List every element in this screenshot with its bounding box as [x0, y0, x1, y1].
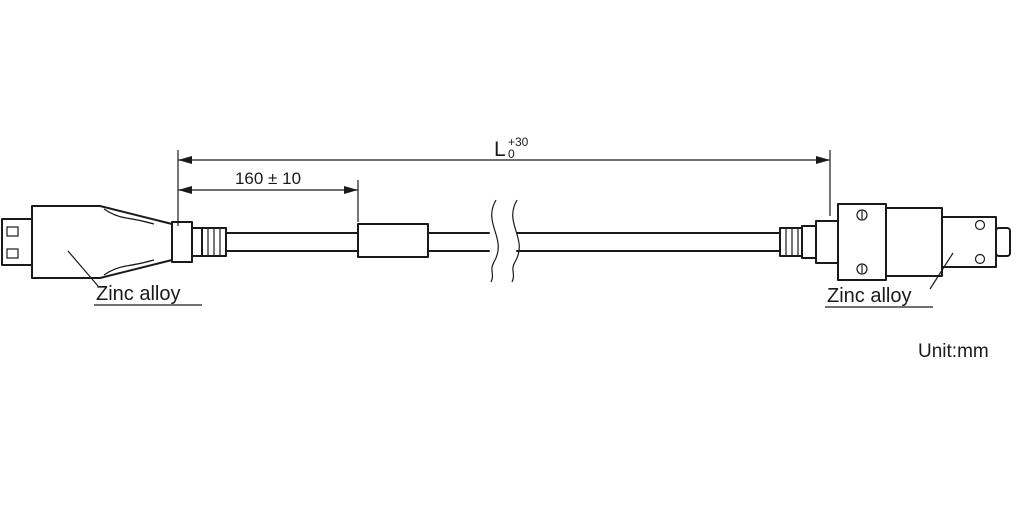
break-line-left	[490, 199, 499, 283]
plug-overmold	[31, 205, 173, 279]
grip-ridge-bottom	[103, 259, 155, 276]
ferrite-bead	[357, 223, 429, 258]
plug-contact-window-bottom	[6, 248, 19, 259]
arrowhead-right	[816, 156, 830, 164]
left-connector	[1, 205, 227, 279]
neck-step-right	[801, 225, 817, 259]
segment-dimension: 160 ± 10	[178, 169, 359, 222]
neck-step	[191, 227, 203, 257]
connector-face	[941, 216, 997, 268]
right-connector	[779, 203, 1011, 281]
arrowhead-right	[344, 186, 358, 194]
plug-contact-window-top	[6, 226, 19, 237]
grip-ridge-top	[103, 208, 155, 225]
zinc-alloy-callout-left: Zinc alloy	[67, 250, 202, 306]
tolerance-lower: 0	[508, 147, 515, 161]
mating-tab	[995, 227, 1011, 257]
thumbscrew-bottom	[974, 253, 986, 265]
screw-top	[856, 209, 868, 221]
connector-housing	[885, 207, 943, 277]
arrowhead-left	[178, 156, 192, 164]
leader-line-left	[67, 250, 99, 287]
dimension-label-L: L	[494, 138, 506, 161]
zinc-alloy-label-right: Zinc alloy	[827, 285, 911, 307]
overmold-step	[171, 221, 193, 263]
cable	[225, 199, 781, 283]
unit-note: Unit:mm	[918, 341, 989, 362]
segment-dimension-label: 160 ± 10	[235, 169, 301, 188]
tolerance-upper: +30	[508, 135, 529, 149]
arrowhead-left	[178, 186, 192, 194]
zinc-alloy-callout-right: Zinc alloy	[825, 252, 954, 308]
overall-length-dimension: L +30 0	[177, 135, 831, 226]
screw-bottom	[856, 263, 868, 275]
break-line-right	[511, 199, 520, 283]
thumbscrew-top	[974, 219, 986, 231]
overmold-step-right	[815, 220, 839, 264]
zinc-alloy-label-left: Zinc alloy	[96, 283, 180, 305]
strain-relief-boot-right	[779, 227, 803, 257]
leader-line-right	[929, 252, 954, 290]
